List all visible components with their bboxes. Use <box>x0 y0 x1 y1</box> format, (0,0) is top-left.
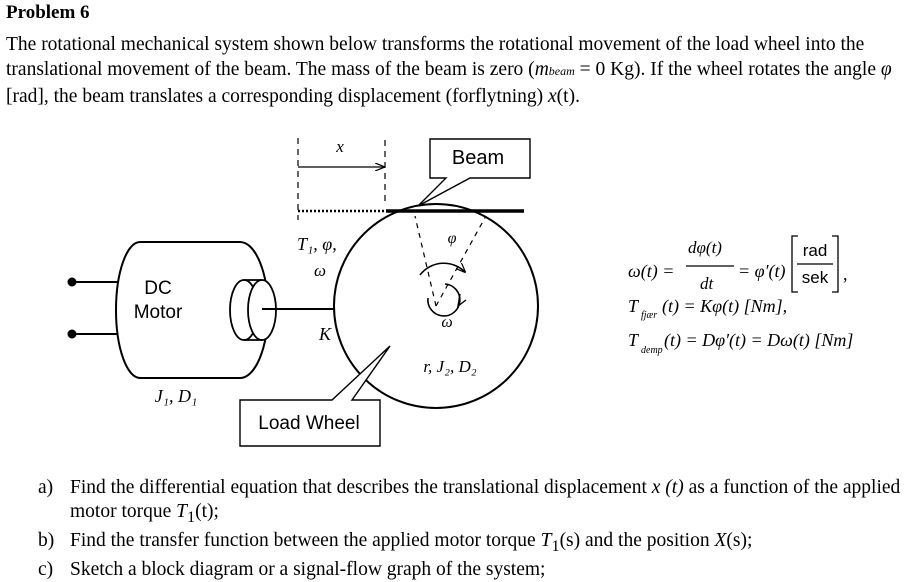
problem-title: Problem 6 <box>6 2 90 23</box>
rotation-indicator-icon <box>427 283 461 317</box>
motor-label-line2: Motor <box>134 302 183 323</box>
question-list: a) Find the differential equation that de… <box>38 476 913 582</box>
intro-part: (t). <box>556 86 580 107</box>
load-wheel-label: Load Wheel <box>258 413 359 434</box>
question-label: c) <box>38 558 54 580</box>
phi-symbol: φ <box>880 59 892 80</box>
wheel-angle-line <box>435 215 487 307</box>
question-var: T <box>540 529 552 551</box>
question-text: Find the transfer function between the a… <box>70 529 541 551</box>
load-wheel-callout <box>239 345 391 447</box>
question-subscript: 1 <box>187 507 196 526</box>
question-text: (t); <box>195 501 219 522</box>
question-b: b) Find the transfer function between the… <box>38 529 913 558</box>
mass-subscript: beam <box>548 64 575 78</box>
question-text: (s) and the position <box>559 529 715 551</box>
wheel-phi-label: φ <box>448 230 457 247</box>
x-symbol: x <box>548 86 557 107</box>
eq-comma: , <box>843 264 848 284</box>
rotation-arrowhead-icon <box>457 293 467 308</box>
question-text: (s); <box>726 529 753 551</box>
bracket-left <box>791 235 798 293</box>
omega-eq-lhs: ω(t) = <box>628 261 674 282</box>
motor-label-line1: DC <box>144 278 171 299</box>
question-text: as a function of the applied motor torqu… <box>70 477 901 522</box>
problem-intro: The rotational mechanical system shown b… <box>6 32 911 109</box>
unit-sek: sek <box>802 268 829 287</box>
intro-part: The rotational mechanical system shown b… <box>6 34 865 80</box>
question-var: X <box>714 529 727 551</box>
shaft-omega-label: ω <box>314 261 326 280</box>
t-demp-symbol: T <box>628 330 640 350</box>
question-text: Find the differential equation that desc… <box>70 477 652 498</box>
t-fjaer-rhs: (t) = Kφ(t) [Nm], <box>662 296 787 317</box>
mass-symbol: m <box>534 59 549 80</box>
motor-terminals <box>67 277 123 339</box>
dt-denominator: dt <box>700 274 715 293</box>
spring-constant-label: K <box>318 324 332 344</box>
t-fjaer-subscript: fjær <box>641 310 657 321</box>
question-label: a) <box>38 477 54 498</box>
question-c: c) Sketch a block diagram or a signal-flo… <box>38 558 913 582</box>
question-subscript: 1 <box>551 536 560 555</box>
t-demp-rhs: (t) = Dφ′(t) = Dω(t) [Nm] <box>664 330 853 351</box>
torque-label: T₁, φ, <box>297 234 337 254</box>
wheel-omega-label: ω <box>441 314 452 331</box>
wheel-params-label: r, J₂, D₂ <box>423 357 476 376</box>
omega-eq-rhs: = φ′(t) <box>738 261 786 282</box>
motor-params-label: J₁, D₁ <box>155 386 198 406</box>
question-label: b) <box>38 529 55 551</box>
beam-label: Beam <box>452 147 504 169</box>
question-text: Sketch a block diagram or a signal-flow … <box>70 558 546 580</box>
bracket-right <box>832 235 839 293</box>
angle-arc-arrow <box>419 262 465 276</box>
question-var: T <box>176 501 188 522</box>
unit-rad: rad <box>803 241 828 260</box>
question-a: a) Find the differential equation that de… <box>38 476 913 529</box>
beam-callout <box>417 138 531 207</box>
t-demp-subscript: demp <box>641 345 663 356</box>
intro-part: = 0 Kg). If the wheel rotates the angle <box>574 59 881 80</box>
x-label: x <box>335 137 344 156</box>
intro-part: [rad], the beam translates a correspondi… <box>6 86 549 107</box>
t-fjaer-symbol: T <box>628 296 640 316</box>
question-var: x (t) <box>651 477 684 498</box>
equations-block: ω(t) = dφ(t) dt = φ′(t) rad sek , T fjær… <box>628 235 853 356</box>
dc-motor <box>115 241 269 379</box>
dphi-numerator: dφ(t) <box>688 238 722 257</box>
